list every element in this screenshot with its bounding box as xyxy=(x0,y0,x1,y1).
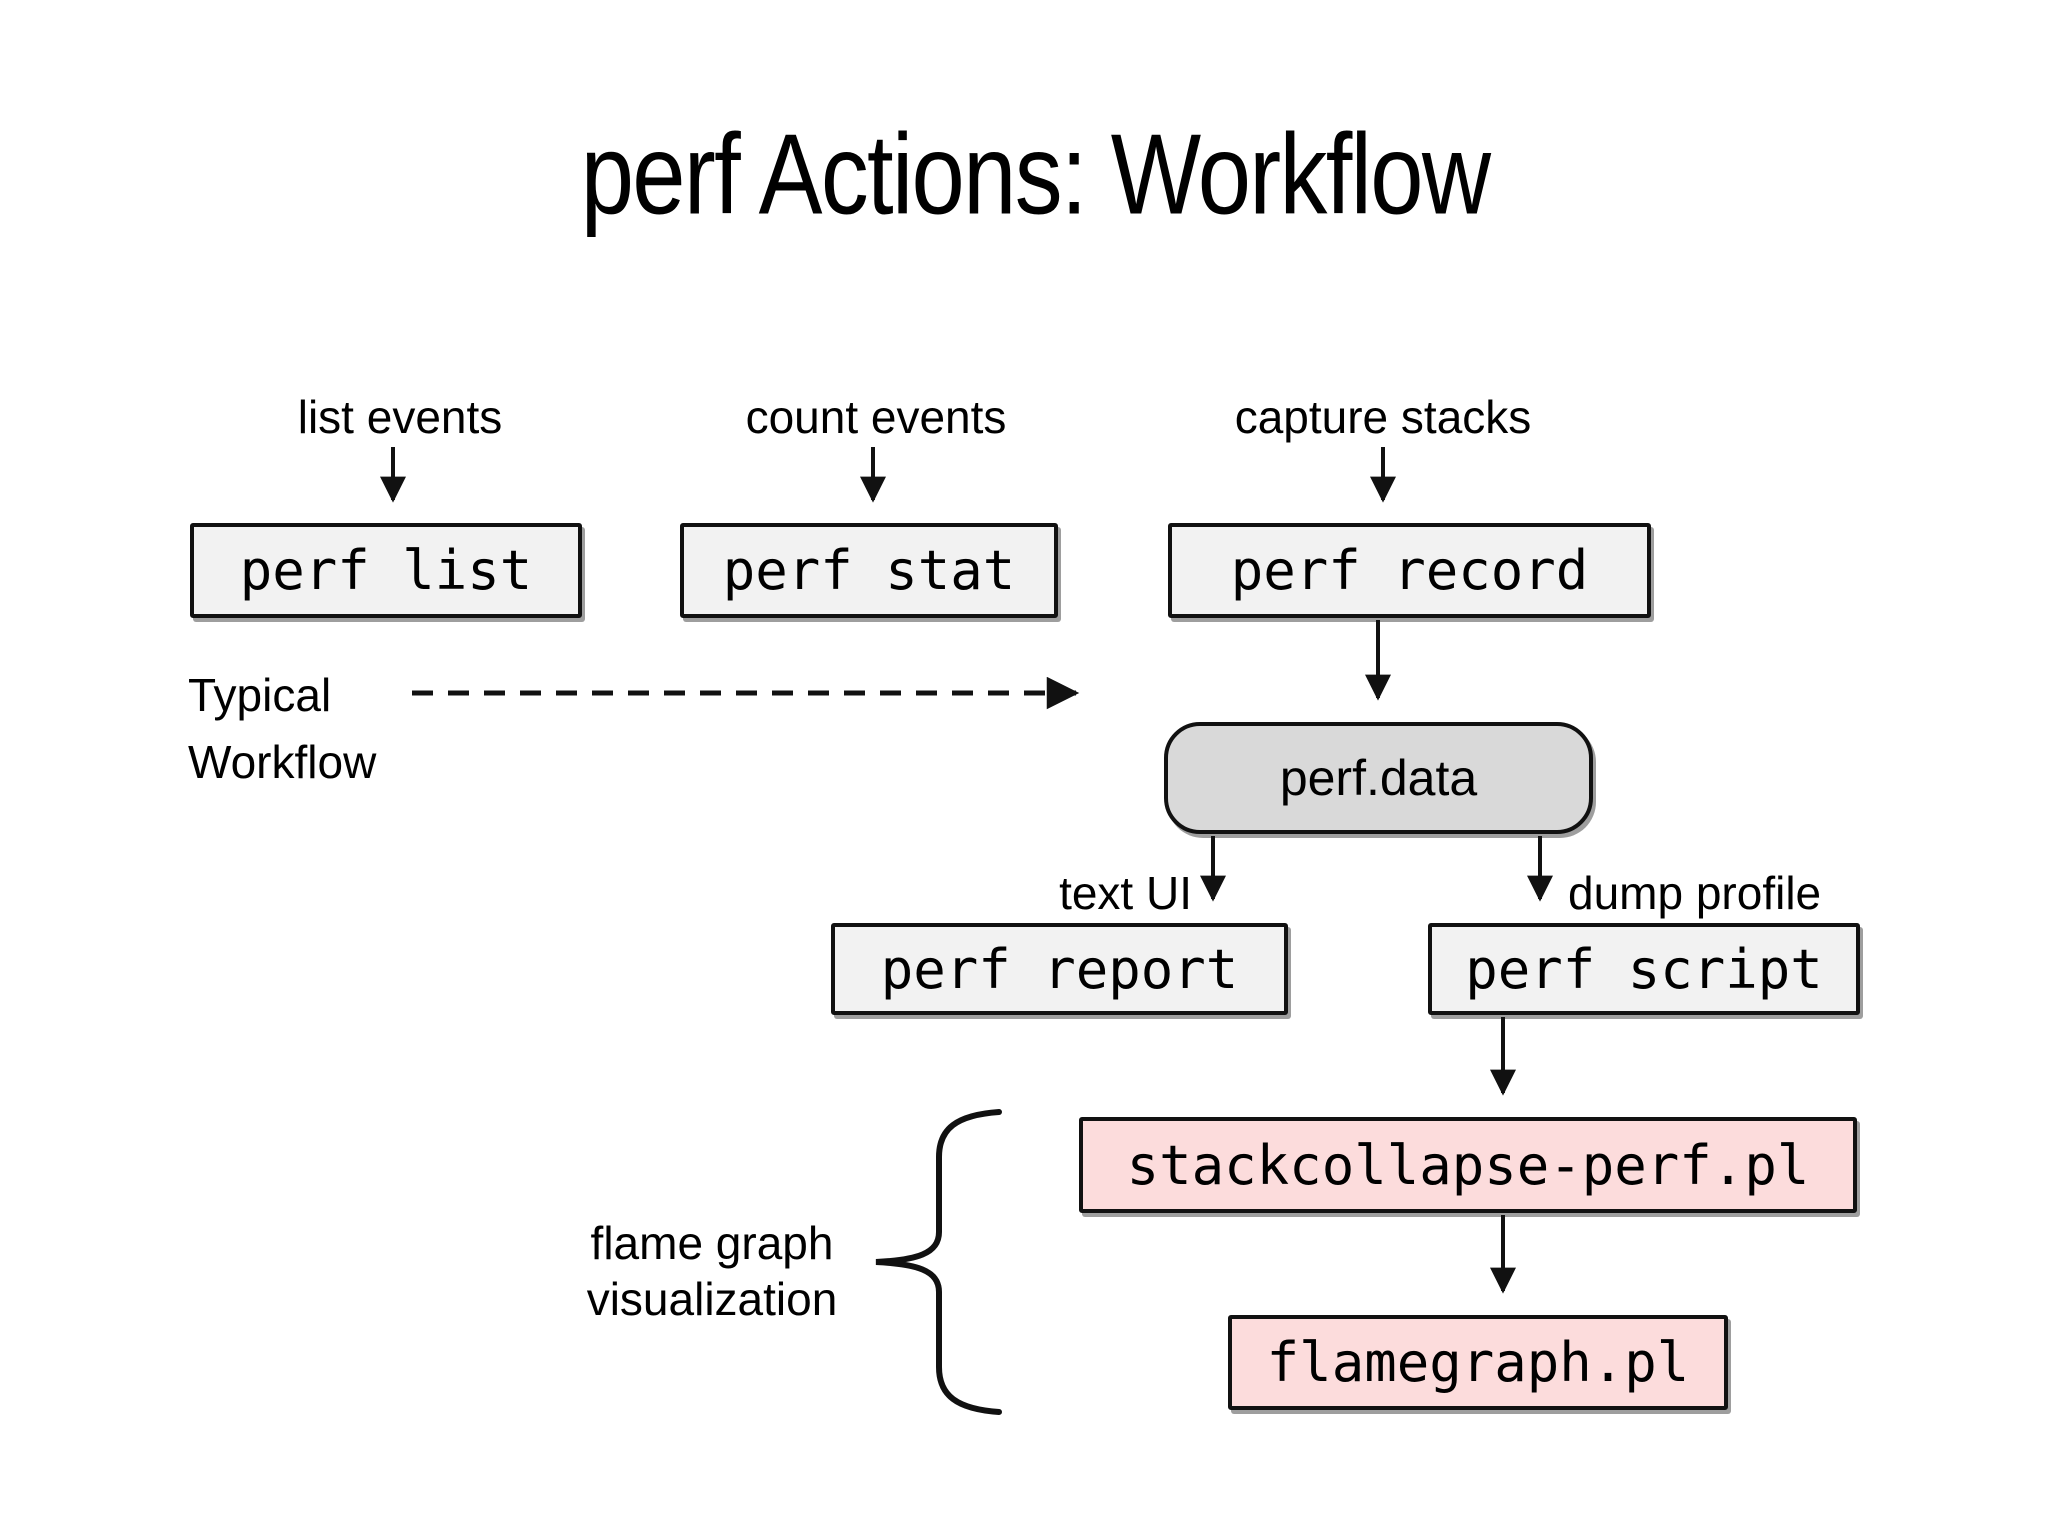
annotation-capture-stacks: capture stacks xyxy=(1234,391,1532,443)
annotation-dump-profile: dump profile xyxy=(1568,867,1822,919)
annotation-text-ui: text UI xyxy=(1059,867,1192,919)
annotation-flame-graph: flame graph xyxy=(590,1217,834,1269)
page-title: perf Actions: Workflow xyxy=(580,111,1491,239)
node-perf-report: perf report xyxy=(831,923,1288,1015)
node-perf-data: perf.data xyxy=(1164,722,1593,834)
node-perf-record: perf record xyxy=(1168,523,1651,618)
annotation-visualization: visualization xyxy=(586,1273,838,1325)
node-perf-list: perf list xyxy=(190,523,582,618)
node-perf-script: perf script xyxy=(1428,923,1860,1015)
annotation-count-events: count events xyxy=(745,391,1007,443)
annotation-list-events: list events xyxy=(297,391,503,443)
node-perf-stat: perf stat xyxy=(680,523,1058,618)
node-stackcollapse-perf-pl: stackcollapse-perf.pl xyxy=(1079,1117,1857,1213)
node-flamegraph-pl: flamegraph.pl xyxy=(1228,1315,1728,1410)
annotation-workflow: Workflow xyxy=(188,736,377,788)
curly-brace xyxy=(875,1109,1002,1415)
annotation-typical: Typical xyxy=(188,669,332,721)
